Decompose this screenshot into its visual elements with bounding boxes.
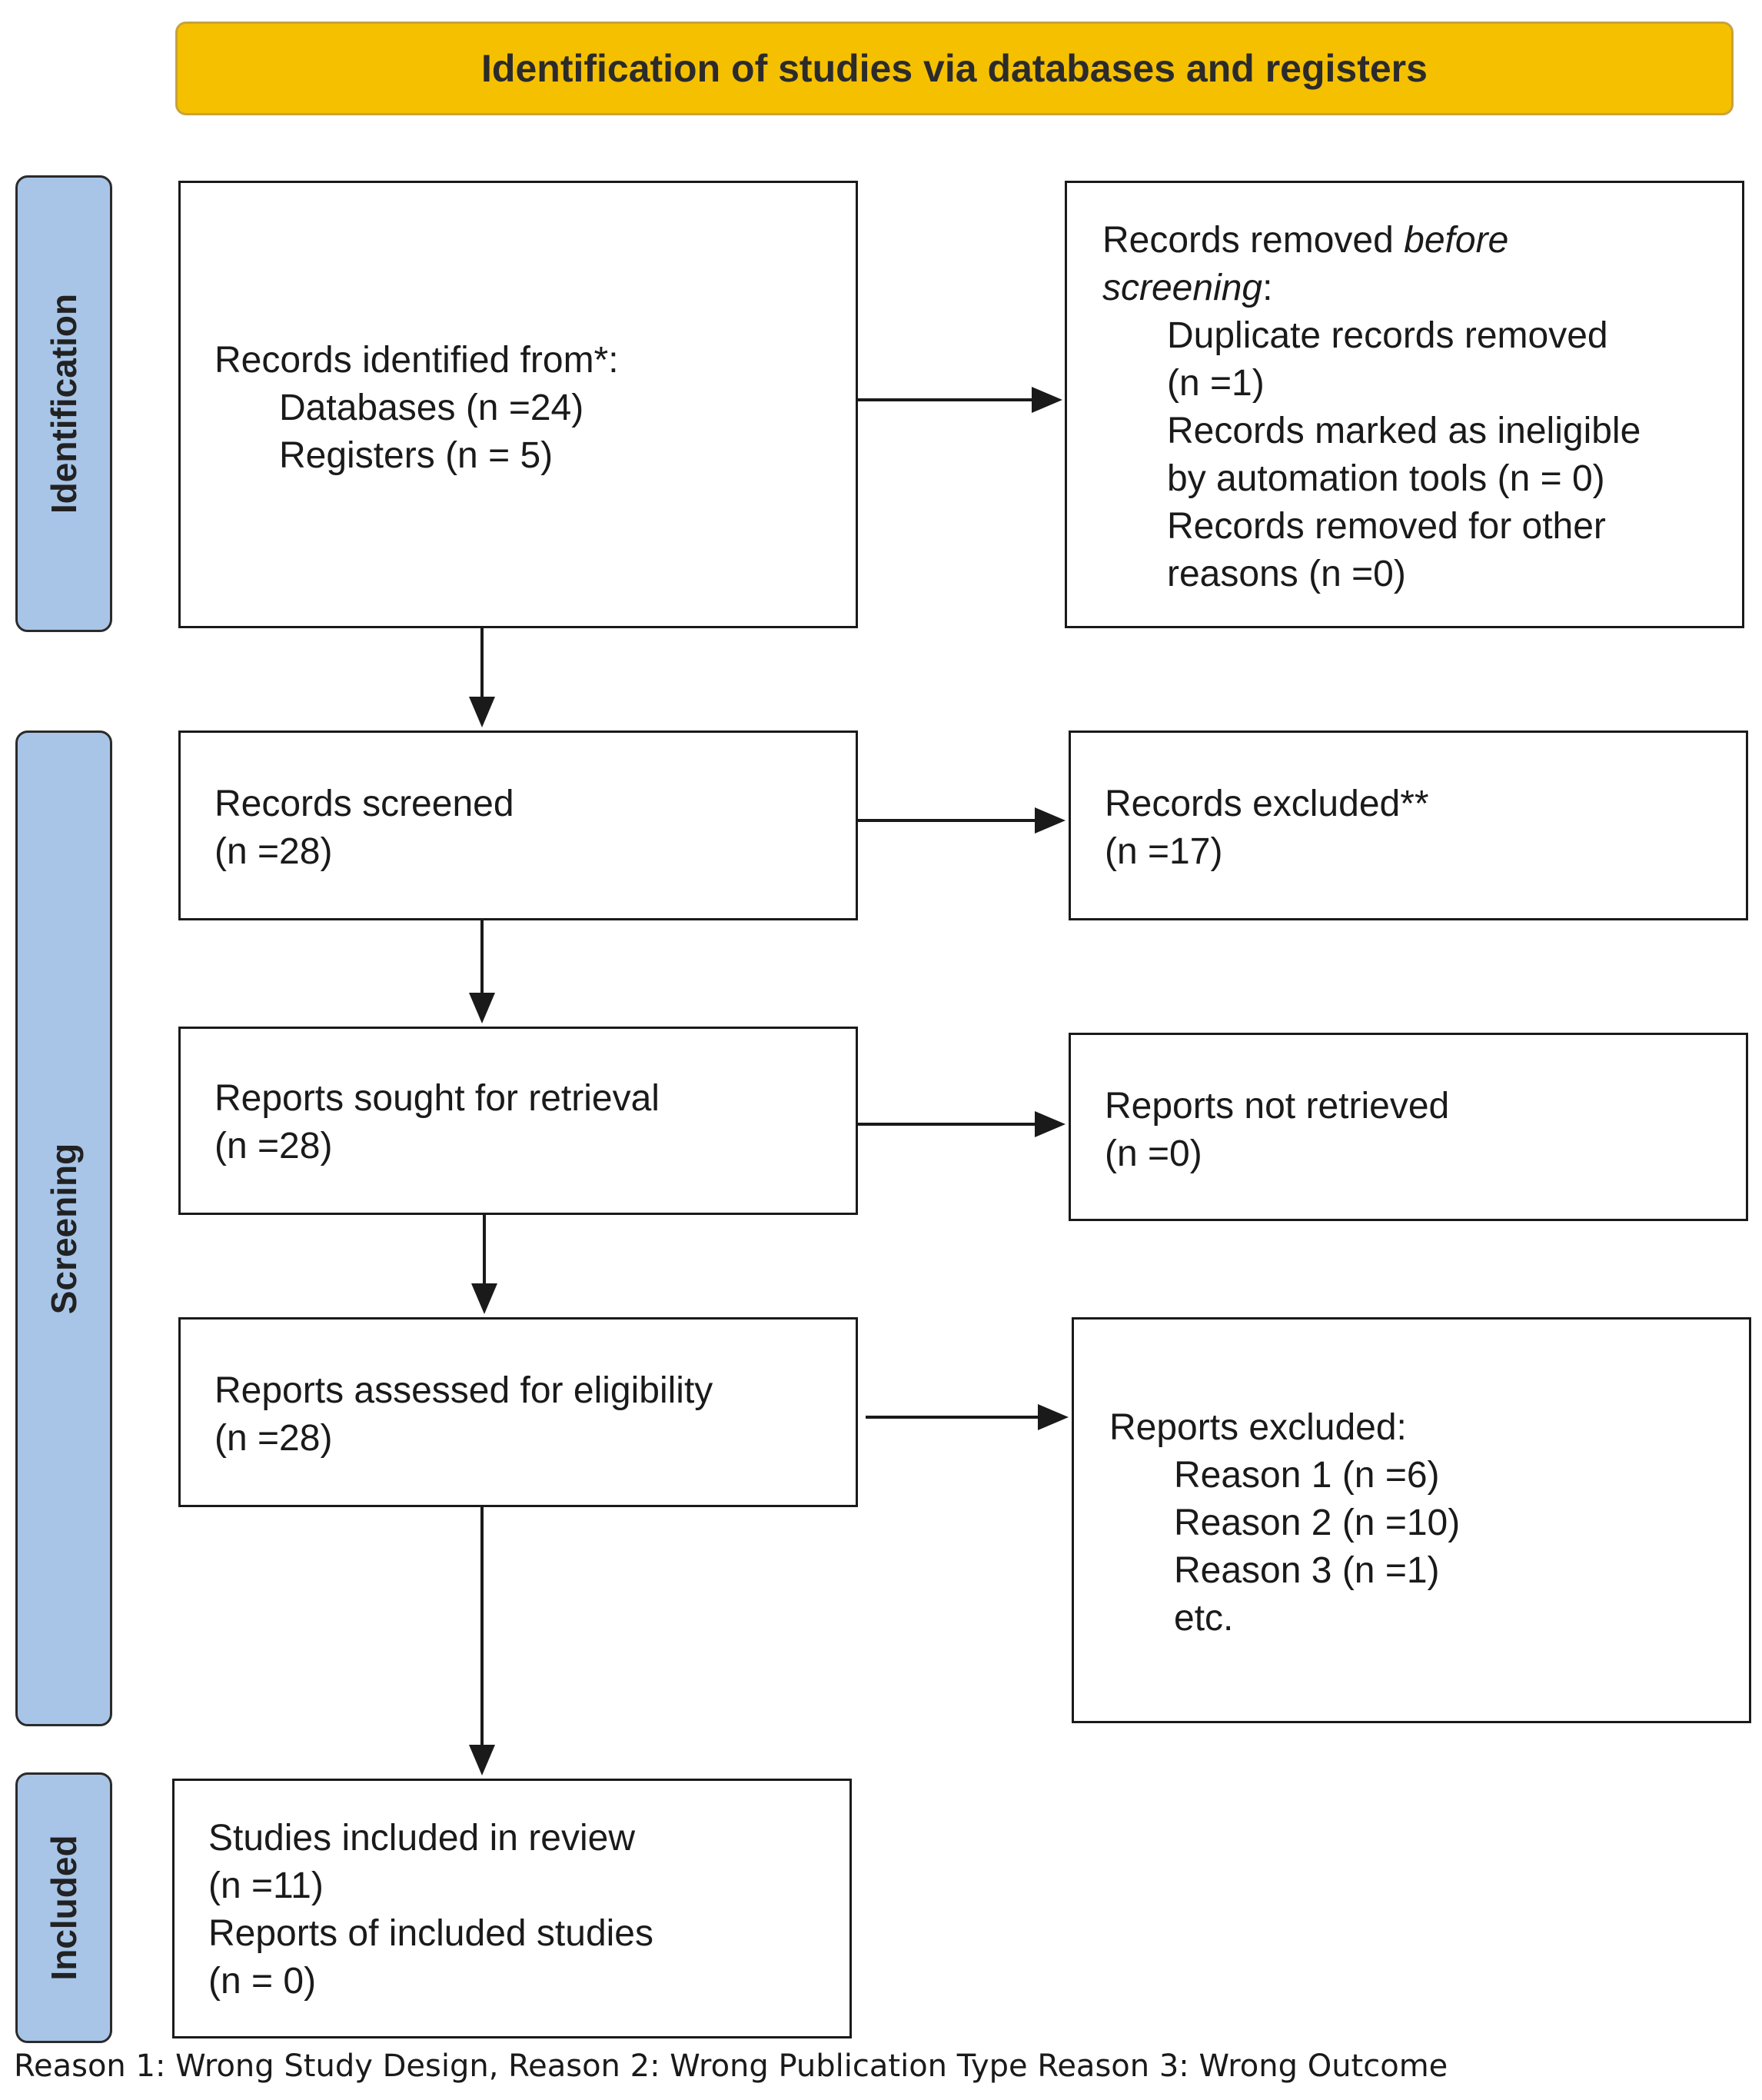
- other-reasons-count: reasons (n =0): [1167, 554, 1406, 594]
- records-excluded-box: Records excluded** (n =17): [1069, 731, 1748, 920]
- arrow-to-reports-not-retrieved: [858, 1111, 1066, 1137]
- phase-included: Included: [15, 1772, 112, 2043]
- footnote: Reason 1: Wrong Study Design, Reason 2: …: [14, 2048, 1448, 2084]
- records-excluded-label: Records excluded**: [1105, 784, 1429, 824]
- other-reasons-label: Records removed for other: [1167, 506, 1606, 547]
- included-reports-count: (n = 0): [208, 1961, 317, 2002]
- arrow-to-records-excluded: [858, 807, 1066, 834]
- reports-assessed-label: Reports assessed for eligibility: [214, 1370, 713, 1411]
- reason-3-count: Reason 3 (n =1): [1174, 1550, 1440, 1591]
- records-removed-box: Records removed before screening: Duplic…: [1065, 181, 1744, 628]
- reports-excluded-heading: Reports excluded:: [1109, 1407, 1407, 1448]
- records-screened-count: (n =28): [214, 831, 333, 872]
- reports-sought-label: Reports sought for retrieval: [214, 1078, 660, 1119]
- arrow-to-reports-excluded: [866, 1404, 1069, 1430]
- studies-included-label: Studies included in review: [208, 1818, 635, 1859]
- reports-not-retrieved-label: Reports not retrieved: [1105, 1086, 1450, 1127]
- reports-sought-count: (n =28): [214, 1126, 333, 1166]
- ineligible-label: Records marked as ineligible: [1167, 411, 1641, 451]
- records-identified-registers: Registers (n = 5): [279, 435, 554, 476]
- records-identified-databases: Databases (n =24): [279, 388, 584, 428]
- arrow-to-records-screened: [469, 628, 495, 727]
- studies-included-count: (n =11): [208, 1865, 324, 1906]
- records-screened-label: Records screened: [214, 784, 514, 824]
- phase-screening: Screening: [15, 731, 112, 1726]
- arrow-to-reports-assessed: [471, 1215, 497, 1314]
- reason-2-count: Reason 2 (n =10): [1174, 1503, 1461, 1543]
- reason-etc: etc.: [1174, 1598, 1234, 1639]
- records-excluded-count: (n =17): [1105, 831, 1223, 872]
- duplicates-label: Duplicate records removed: [1167, 315, 1608, 356]
- records-screened-box: Records screened (n =28): [178, 731, 858, 920]
- reports-not-retrieved-box: Reports not retrieved (n =0): [1069, 1033, 1748, 1221]
- records-removed-heading-text: Records removed: [1102, 220, 1405, 261]
- included-reports-label: Reports of included studies: [208, 1913, 653, 1954]
- header-banner: Identification of studies via databases …: [175, 22, 1734, 115]
- arrow-to-records-removed: [858, 387, 1062, 413]
- reports-excluded-box: Reports excluded: Reason 1 (n =6) Reason…: [1072, 1317, 1751, 1723]
- reason-1-count: Reason 1 (n =6): [1174, 1455, 1440, 1496]
- reports-assessed-count: (n =28): [214, 1418, 333, 1459]
- records-identified-heading: Records identified from*:: [214, 340, 619, 381]
- arrow-to-studies-included: [469, 1507, 495, 1776]
- arrow-to-reports-sought: [469, 920, 495, 1023]
- records-removed-heading: Records removed before: [1102, 217, 1742, 265]
- reports-sought-box: Reports sought for retrieval (n =28): [178, 1027, 858, 1215]
- duplicates-count: (n =1): [1167, 363, 1265, 404]
- records-removed-heading-cont: screening:: [1102, 265, 1742, 312]
- header-title: Identification of studies via databases …: [481, 47, 1428, 90]
- reports-not-retrieved-count: (n =0): [1105, 1133, 1202, 1174]
- ineligible-count: by automation tools (n = 0): [1167, 458, 1605, 499]
- studies-included-box: Studies included in review (n =11) Repor…: [172, 1779, 852, 2038]
- records-removed-colon: :: [1262, 268, 1273, 308]
- reports-assessed-box: Reports assessed for eligibility (n =28): [178, 1317, 858, 1507]
- phase-identification: Identification: [15, 175, 112, 632]
- records-identified-box: Records identified from*: Databases (n =…: [178, 181, 858, 628]
- records-removed-screening: screening: [1102, 268, 1263, 308]
- records-removed-before: before: [1404, 220, 1509, 261]
